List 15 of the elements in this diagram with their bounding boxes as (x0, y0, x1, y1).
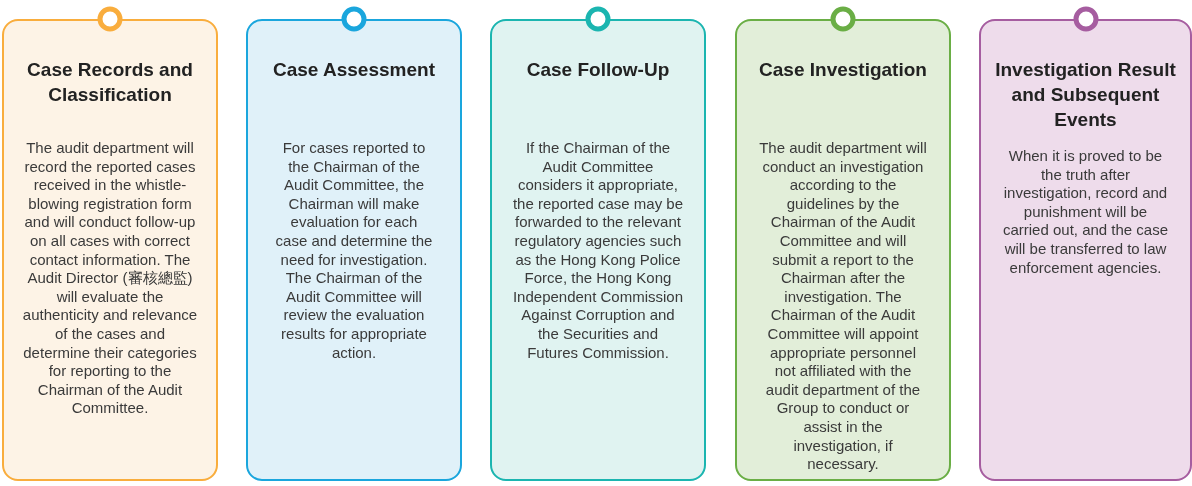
stage-title: Investigation Result and Subsequent Events (994, 58, 1177, 132)
stage-description: When it is proved to be the truth after investigation, record and punishment will be carried out, and the case will be transferred to law enforcement agencies. (1001, 147, 1170, 278)
stage-description: If the Chairman of the Audit Committee considers it appropriate, the reported case may be forwarded to the relevant regulatory agencies such as the Hong Kong Police Force, the Hong Kong Independent Commission Against Corruption and the Securities and Futures Commission. (512, 139, 684, 363)
stage-card (735, 19, 951, 481)
stage-title: Case Investigation (758, 58, 928, 82)
stage-description: The audit department will record the reported cases received in the whistle-blowing registration form and will conduct follow-up on all cases with correct contact information. The Audit Director (審核總監) will evaluate the authenticity and relevance of the cases and determine their categories for reporting to the Chairman of the Audit Committee. (21, 139, 199, 418)
stage-title: Case Assessment (272, 58, 436, 82)
stage-title: Case Records and Classification (26, 58, 194, 107)
stage-description: For cases reported to the Chairman of the Audit Committee, the Chairman will make evaluation for each case and determine the need for investigation. The Chairman of the Audit Committee will review the evaluation results for appropriate action. (274, 139, 434, 363)
stage-card (979, 19, 1192, 481)
stage-card (490, 19, 706, 481)
stage-card (246, 19, 462, 481)
stage-card (2, 19, 218, 481)
stage-title: Case Follow-Up (525, 58, 671, 82)
stage-description: The audit department will conduct an investigation according to the guidelines by the Chairman of the Audit Committee and will submit a report to the Chairman after the investigation. The Chairman of the Audit Committee will appoint appropriate personnel not affiliated with the audit department of the Group to conduct or assist in the investigation, if necessary. (759, 139, 927, 474)
